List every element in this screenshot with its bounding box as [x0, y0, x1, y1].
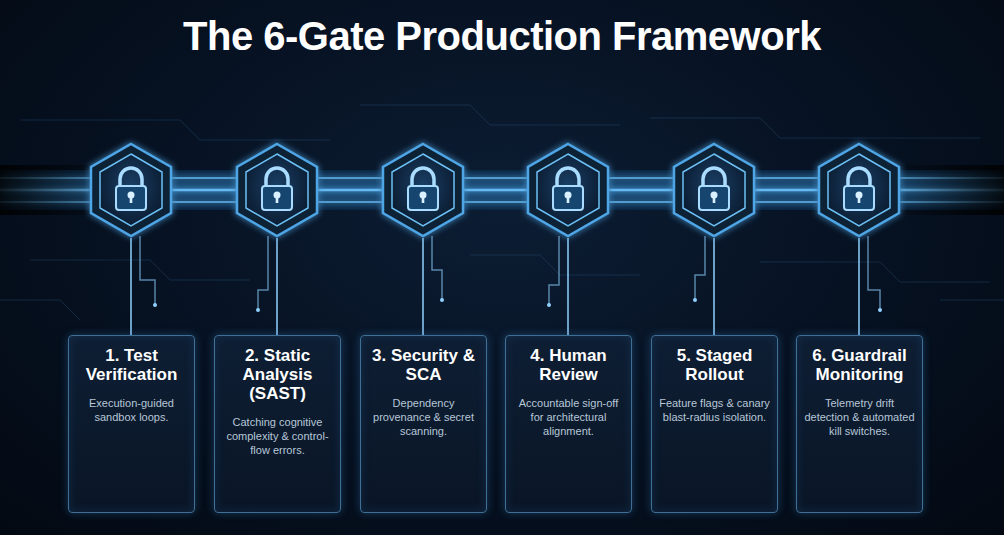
gate-box: 2. Static Analysis (SAST) Catching cognit… — [214, 335, 341, 513]
gate-box: 4. Human ReviewAccountable sign-off for … — [505, 335, 632, 513]
gate-description: Telemetry drift detection & automated ki… — [803, 396, 916, 438]
lock-icon — [383, 144, 463, 236]
diagram-title: The 6-Gate Production Framework — [0, 14, 1004, 59]
circuit-trace — [760, 262, 990, 282]
gate-description: Execution-guided sandbox loops. — [75, 396, 188, 424]
leader-dot — [153, 303, 157, 307]
gate-description: Dependency provenance & secret scanning. — [367, 396, 480, 438]
gate-description: Catching cognitive complexity & control-… — [221, 415, 334, 457]
gate-description: Feature flags & canary blast-radius isol… — [658, 396, 771, 424]
lock-icon — [674, 144, 754, 236]
leader-branch — [868, 236, 880, 310]
circuit-trace — [470, 255, 640, 275]
gate-heading: 4. Human Review — [512, 346, 625, 384]
leader-dot — [547, 303, 551, 307]
circuit-trace — [360, 105, 620, 125]
gate-heading: 6. Guardrail Monitoring — [803, 346, 916, 384]
gate-heading: 5. Staged Rollout — [658, 346, 771, 384]
gate-heading: 1. Test Verification — [75, 346, 188, 384]
leader-dots — [153, 298, 882, 312]
circuit-traces — [0, 105, 1004, 320]
gate-heading: 2. Static Analysis (SAST) — [221, 346, 334, 403]
gate-box: 5. Staged RolloutFeature flags & canary … — [651, 335, 778, 513]
leader-dot — [440, 298, 444, 302]
lock-icon — [819, 144, 899, 236]
leader-branch — [140, 236, 155, 305]
lock-icon — [528, 144, 608, 236]
leader-dot — [256, 308, 260, 312]
leader-dot — [878, 308, 882, 312]
gate-box: 3. Security & SCA Dependency provenance &… — [360, 335, 487, 513]
leader-branch — [695, 236, 705, 300]
leader-branch — [432, 236, 442, 300]
lock-icon — [91, 144, 171, 236]
gate-description: Accountable sign-off for architectural a… — [512, 396, 625, 438]
gate-heading: 3. Security & SCA — [367, 346, 480, 384]
circuit-trace — [650, 118, 980, 138]
circuit-trace — [0, 300, 80, 320]
lock-icon — [237, 144, 317, 236]
circuit-trace — [20, 120, 330, 140]
circuit-trace — [940, 300, 1004, 301]
leader-dot — [693, 298, 697, 302]
leader-branch — [549, 236, 559, 305]
gate-box: 1. Test VerificationExecution-guided san… — [68, 335, 195, 513]
gate-box: 6. Guardrail MonitoringTelemetry drift d… — [796, 335, 923, 513]
leader-branch — [258, 236, 268, 310]
